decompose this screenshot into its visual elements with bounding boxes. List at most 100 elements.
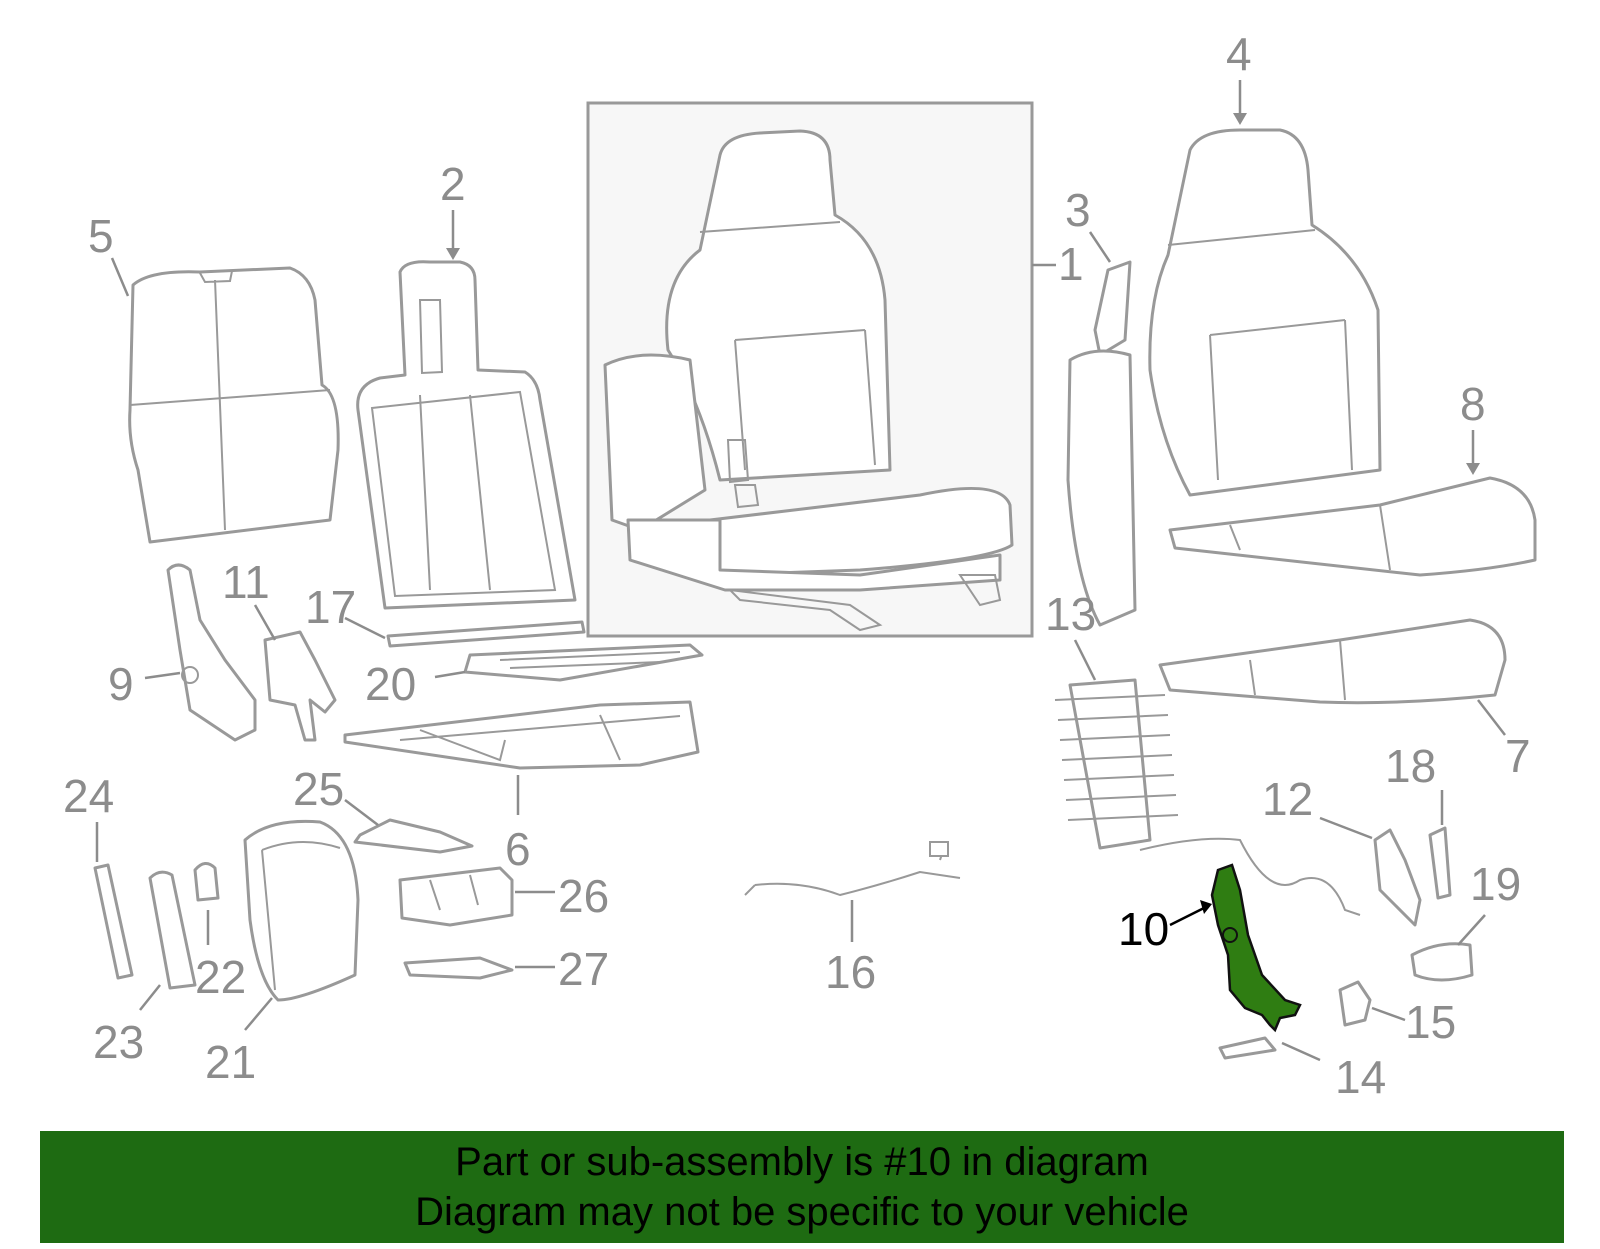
part-7-seams	[1249, 639, 1346, 701]
part-24-trim	[93, 863, 134, 980]
leader-21	[244, 997, 273, 1031]
leader-7	[1477, 699, 1506, 736]
leader-11	[253, 604, 277, 641]
leader-8-arrow	[1466, 463, 1480, 475]
part-9-recliner-bracket	[166, 563, 257, 742]
part-23-side-panel	[148, 870, 197, 990]
part-25-handle	[353, 818, 474, 854]
inset-seat-back	[665, 129, 892, 482]
callout-23: 23	[93, 1016, 144, 1068]
leader-10	[1169, 904, 1209, 927]
part-20-holes	[499, 651, 681, 669]
leader-13	[1073, 639, 1097, 681]
info-banner: Part or sub-assembly is #10 in diagram D…	[40, 1131, 1564, 1243]
part-9-pivot	[181, 666, 199, 684]
callout-17: 17	[305, 581, 356, 633]
part-5-seams	[129, 270, 331, 531]
part-19-knob-cover	[1410, 942, 1474, 982]
part-15-knob	[1338, 980, 1372, 1027]
callout-18: 18	[1385, 740, 1436, 792]
part-26-detail	[429, 874, 479, 911]
leader-25	[344, 799, 379, 826]
part-8-seams	[1229, 504, 1391, 571]
callout-4: 4	[1226, 28, 1252, 80]
callout-13: 13	[1045, 588, 1096, 640]
callout-25: 25	[293, 763, 344, 815]
leader-4-arrow	[1233, 113, 1247, 125]
part-11-hinge-cover	[263, 630, 337, 742]
leader-23	[139, 984, 161, 1011]
part-7-seat-cushion-bottom	[1158, 618, 1507, 705]
part-20-seat-pan	[463, 643, 704, 682]
inset-seat-base	[626, 518, 1002, 592]
part-13-cable	[1139, 837, 1361, 916]
inset-buckle	[726, 439, 760, 509]
part-13-wires	[1054, 694, 1179, 821]
inset-side-bolster	[603, 353, 707, 532]
callout-15: 15	[1405, 996, 1456, 1048]
part-16-connector	[929, 841, 949, 857]
leader-20	[434, 670, 466, 679]
callout-1: 1	[1058, 238, 1084, 290]
part-6-frame-detail	[399, 714, 681, 762]
callout-12: 12	[1262, 773, 1313, 825]
callout-2: 2	[440, 158, 466, 210]
callout-16: 16	[825, 946, 876, 998]
leader-17	[344, 616, 386, 640]
callout-3: 3	[1065, 184, 1091, 236]
part-17-trim-strip	[386, 620, 586, 648]
callout-14: 14	[1335, 1051, 1386, 1103]
part-6-seat-frame	[343, 700, 700, 770]
callout-19: 19	[1470, 858, 1521, 910]
banner-line-1: Part or sub-assembly is #10 in diagram	[455, 1140, 1149, 1184]
seat-assembly-inset	[586, 101, 1034, 638]
callout-26: 26	[558, 870, 609, 922]
part-3-outer-bolster	[1066, 349, 1137, 627]
leader-14	[1281, 1041, 1321, 1062]
leader-10-arrow	[1200, 900, 1212, 914]
part-21-seam	[261, 841, 341, 991]
part-8-seat-cushion	[1168, 476, 1537, 577]
callout-8: 8	[1460, 378, 1486, 430]
callout-10: 10	[1118, 903, 1169, 955]
part-16-harness	[744, 844, 961, 897]
inset-track	[727, 574, 1002, 632]
callout-24: 24	[63, 770, 114, 822]
part-3-side-bolster	[1093, 260, 1132, 357]
callout-9: 9	[108, 658, 134, 710]
part-4-seams	[1167, 229, 1353, 481]
leader-19	[1457, 914, 1486, 946]
part-10-recliner-highlighted	[1210, 863, 1302, 1033]
leader-12	[1319, 816, 1373, 840]
part-21-side-shield	[243, 819, 360, 1002]
part-2-seat-back-frame	[356, 260, 577, 610]
part-14-pin	[1218, 1036, 1277, 1060]
part-22-knob	[193, 862, 220, 902]
callout-5: 5	[88, 210, 114, 262]
callout-27: 27	[558, 943, 609, 995]
part-12-bracket	[1373, 828, 1422, 927]
part-5-seat-back-cover	[128, 266, 340, 544]
leader-9	[144, 671, 181, 680]
part-18-cover	[1428, 826, 1452, 900]
part-13-lumbar	[1068, 678, 1152, 850]
inset-seat-cushion	[708, 486, 1014, 577]
callout-21: 21	[205, 1036, 256, 1088]
callout-6: 6	[505, 823, 531, 875]
leader-15	[1371, 1006, 1406, 1022]
leader-5	[110, 257, 130, 297]
banner-line-2: Diagram may not be specific to your vehi…	[415, 1190, 1189, 1234]
part-27-trim-panel	[403, 956, 514, 980]
part-2-frame-inner	[370, 299, 557, 598]
part-4-seat-back	[1148, 128, 1382, 497]
inset-headrest-seam	[699, 221, 876, 471]
callout-22: 22	[195, 951, 246, 1003]
callout-20: 20	[365, 658, 416, 710]
part-10-pivot	[1222, 927, 1238, 943]
callout-7: 7	[1505, 730, 1531, 782]
leader-3	[1088, 231, 1112, 263]
part-26-cushion-bun	[398, 866, 514, 927]
callout-11: 11	[222, 556, 270, 608]
leader-2-arrow	[446, 248, 460, 260]
